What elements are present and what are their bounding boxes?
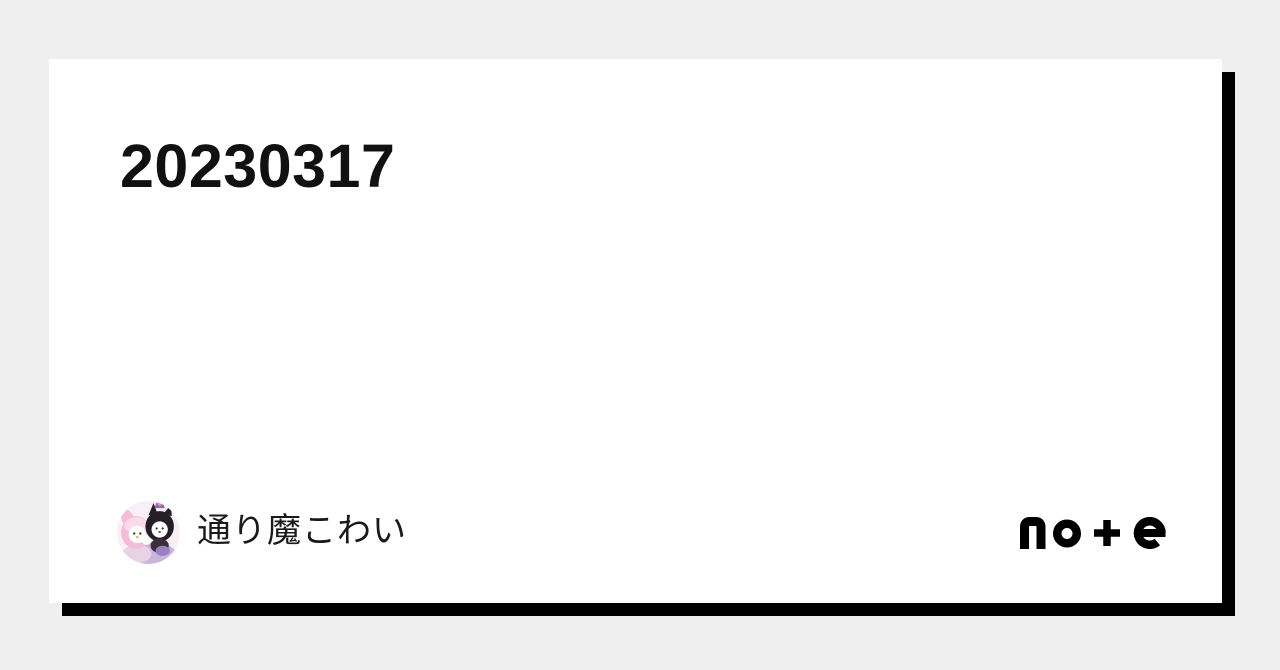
note-logo-icon	[1020, 517, 1166, 549]
article-title: 20230317	[120, 132, 396, 200]
author-row: 通り魔こわい	[117, 501, 407, 564]
author-name: 通り魔こわい	[197, 511, 407, 550]
note-ogp-card: 20230317	[49, 59, 1222, 603]
author-avatar-icon	[117, 501, 180, 564]
